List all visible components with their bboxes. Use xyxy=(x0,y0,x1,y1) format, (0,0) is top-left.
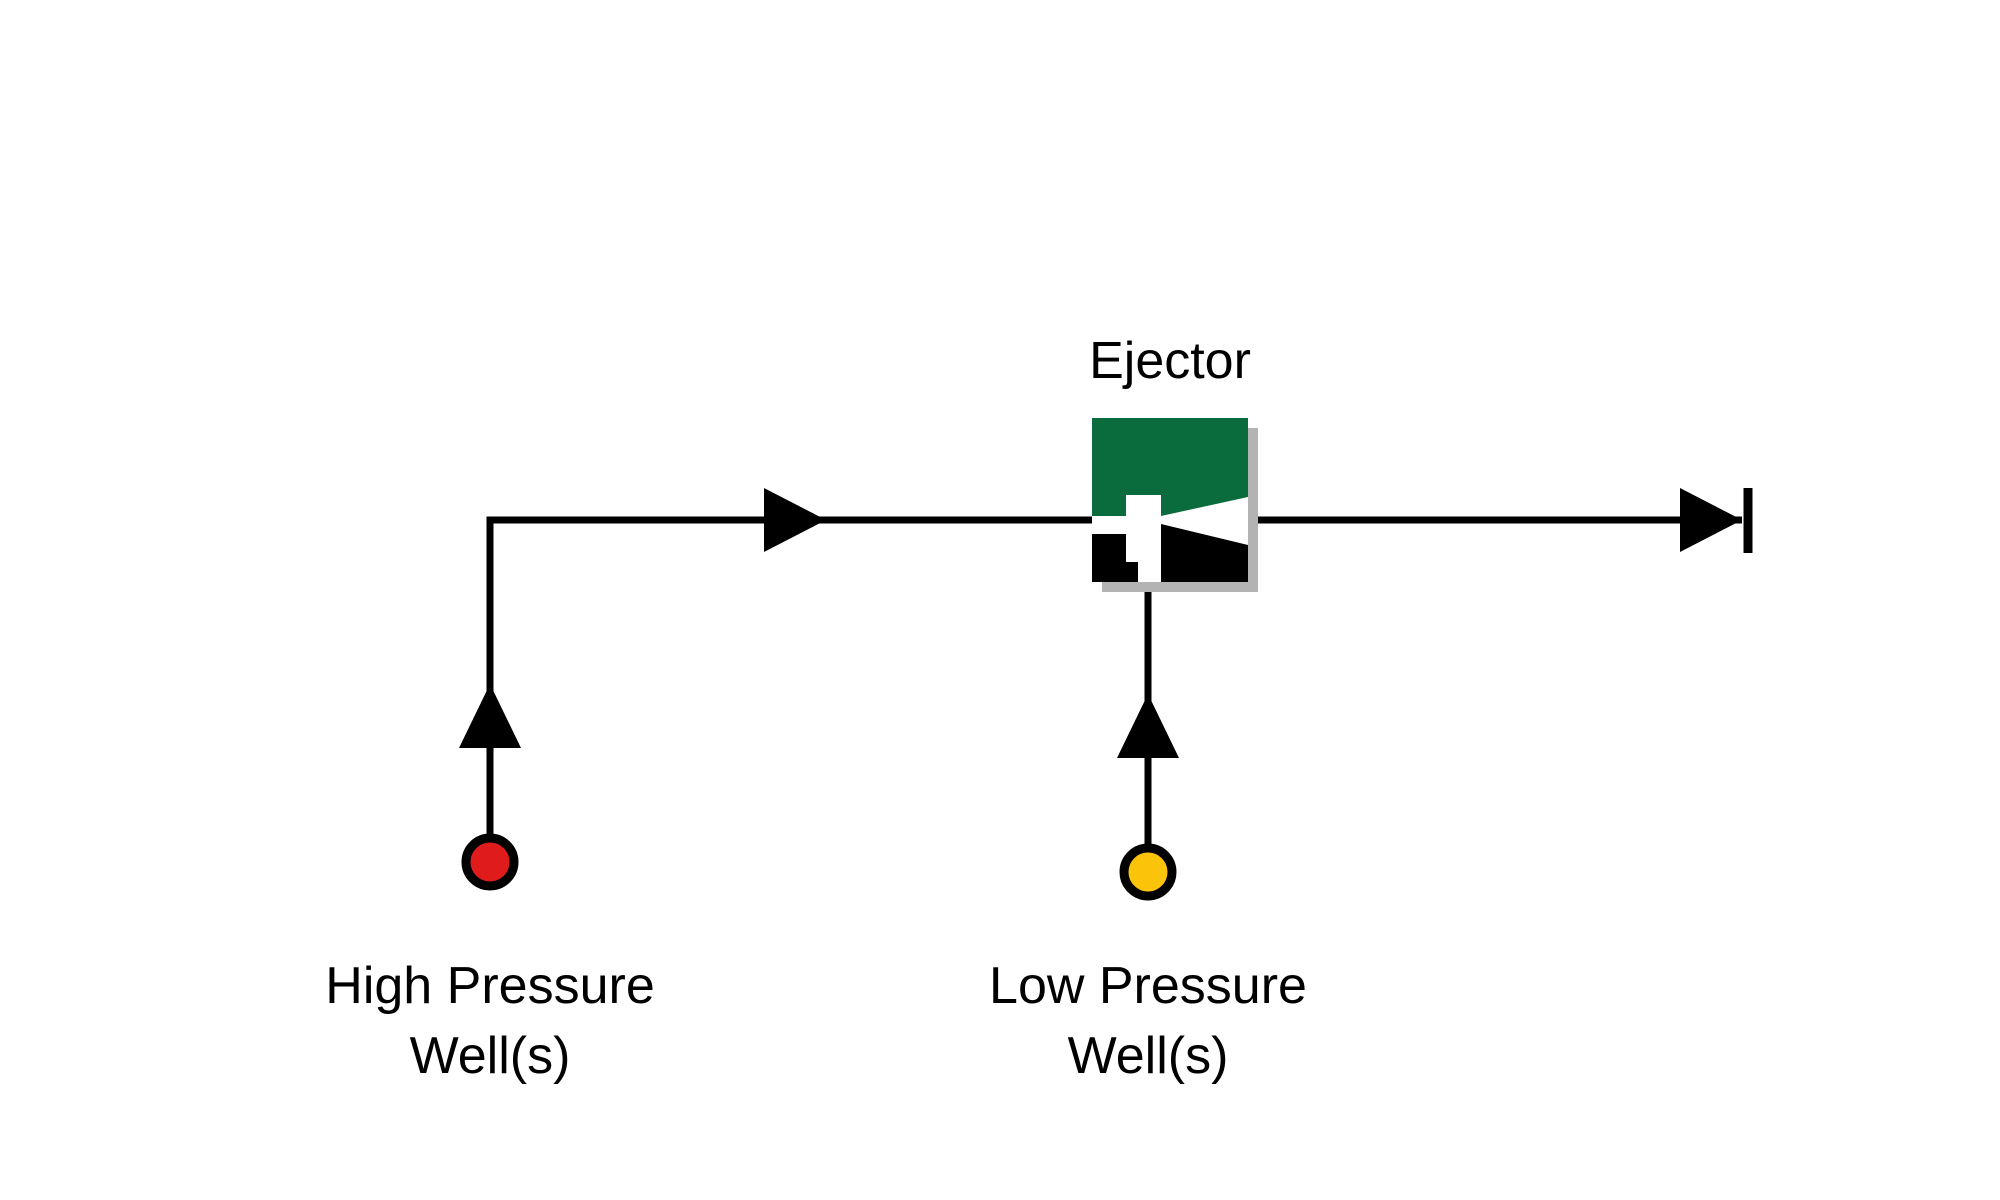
high-pressure-well-marker[interactable] xyxy=(461,833,519,891)
high-pressure-well-label-line1: High Pressure xyxy=(325,957,654,1015)
ejector-icon[interactable] xyxy=(1092,418,1258,592)
ejector-icon-nozzle-base xyxy=(1161,534,1171,582)
ejector-icon-green-body xyxy=(1092,418,1248,516)
ejector-icon-suction-chamber xyxy=(1092,534,1126,582)
low-pressure-well-label: Low Pressure Well(s) xyxy=(989,957,1307,1085)
ejector-icon-diffuser-cone xyxy=(1161,524,1248,582)
low-pressure-well-marker[interactable] xyxy=(1119,843,1177,901)
stream-high-pressure-motive xyxy=(459,488,1092,838)
ejector-icon-nozzle-foot xyxy=(1126,562,1138,582)
stream-discharge-to-sales xyxy=(1248,488,1753,553)
high-pressure-well-label: High Pressure Well(s) xyxy=(325,957,654,1085)
low-pressure-well-label-line2: Well(s) xyxy=(1068,1027,1229,1085)
ejector-title-label: Ejector xyxy=(1089,332,1251,390)
low-pressure-well-label-line1: Low Pressure xyxy=(989,957,1307,1015)
arrow-up-icon-low-pressure xyxy=(1117,694,1179,758)
stream-low-pressure-suction xyxy=(1117,578,1179,848)
arrow-right-icon-discharge xyxy=(1680,488,1742,552)
ejector-icon-throat-void xyxy=(1092,495,1248,570)
ejector-icon-nozzle-gap xyxy=(1138,534,1161,582)
high-pressure-well-label-line2: Well(s) xyxy=(410,1027,571,1085)
arrow-right-icon-motive xyxy=(764,488,826,552)
high-pressure-pipe-path xyxy=(486,516,1092,838)
arrow-up-icon-high-pressure xyxy=(459,684,521,748)
